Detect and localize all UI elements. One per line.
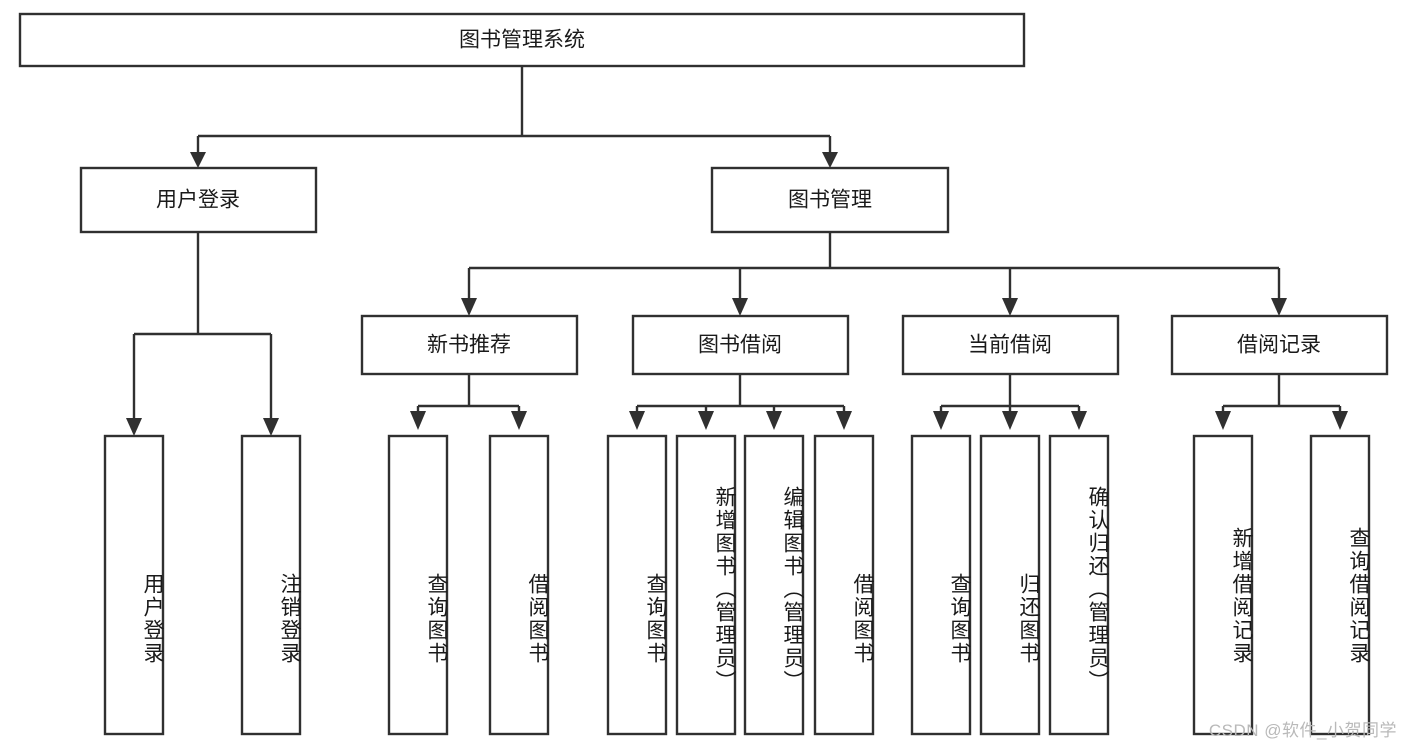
node-book-manage-label: 图书管理 [788, 189, 872, 212]
node-book-borrow[interactable]: 图书借阅 [631, 314, 850, 376]
leaf-box-user-login[interactable] [103, 434, 165, 736]
csdn-watermark: CSDN @软件_小贺同学 [1208, 721, 1397, 740]
node-current-borrow-label: 当前借阅 [968, 334, 1052, 357]
leaf-box-confirm-return[interactable] [1048, 434, 1110, 736]
leaf-box-query-record[interactable] [1309, 434, 1371, 736]
node-root-label: 图书管理系统 [459, 29, 585, 52]
arrowhead-leaf-user-login [126, 418, 142, 436]
arrowhead-new-book-recommend [461, 298, 477, 316]
node-borrow-record-label: 借阅记录 [1237, 334, 1321, 357]
arrowhead-leaf-borrow-book-1 [511, 411, 527, 430]
leaf-box-add-book[interactable] [675, 434, 737, 736]
node-current-borrow-box[interactable] [901, 314, 1120, 376]
connector-group-new-book-to-leaves [410, 374, 527, 430]
node-book-borrow-label: 图书借阅 [698, 334, 782, 357]
node-user-login[interactable]: 用户登录 [79, 166, 318, 234]
arrowhead-leaf-query-record [1332, 411, 1348, 430]
arrowhead-leaf-user-logout [263, 418, 279, 436]
arrowhead-book-manage [822, 152, 838, 168]
node-new-book-recommend[interactable]: 新书推荐 [360, 314, 579, 376]
node-book-manage[interactable]: 图书管理 [710, 166, 950, 234]
node-new-book-recommend-label: 新书推荐 [427, 334, 511, 357]
node-current-borrow[interactable]: 当前借阅 [901, 314, 1120, 376]
node-user-login-box[interactable] [79, 166, 318, 234]
connector-group-borrow-record-to-leaves [1215, 374, 1348, 430]
leaf-box-return-book[interactable] [979, 434, 1041, 736]
arrowhead-leaf-add-book [698, 411, 714, 430]
connector-group-user-login-to-leaves [126, 232, 279, 436]
leaf-box-query-book-2[interactable] [606, 434, 668, 736]
arrowhead-leaf-confirm-return [1071, 411, 1087, 430]
leaf-box-add-record[interactable] [1192, 434, 1254, 736]
node-borrow-record-box[interactable] [1170, 314, 1389, 376]
arrowhead-user-login [190, 152, 206, 168]
arrowhead-leaf-query-book-3 [933, 411, 949, 430]
arrowhead-leaf-query-book-2 [629, 411, 645, 430]
arrowhead-leaf-return-book [1002, 411, 1018, 430]
node-book-manage-box[interactable] [710, 166, 950, 234]
node-root[interactable]: 图书管理系统 [18, 12, 1026, 68]
leaf-boxes-group [103, 434, 1371, 736]
node-user-login-label: 用户登录 [156, 189, 240, 212]
arrowhead-leaf-query-book-1 [410, 411, 426, 430]
connector-group-root-to-level2 [190, 66, 838, 168]
arrowhead-current-borrow [1002, 298, 1018, 316]
arrowhead-borrow-record [1271, 298, 1287, 316]
leaf-box-query-book-3[interactable] [910, 434, 972, 736]
connector-group-current-borrow-to-leaves [933, 374, 1087, 430]
leaf-box-user-logout[interactable] [240, 434, 302, 736]
arrowhead-book-borrow [732, 298, 748, 316]
node-book-borrow-box[interactable] [631, 314, 850, 376]
connector-group-book-manage-to-level3 [461, 232, 1287, 316]
leaf-box-borrow-book-1[interactable] [488, 434, 550, 736]
node-new-book-recommend-box[interactable] [360, 314, 579, 376]
node-root-box[interactable] [18, 12, 1026, 68]
arrowhead-leaf-edit-book [766, 411, 782, 430]
arrowhead-leaf-add-record [1215, 411, 1231, 430]
leaf-box-query-book-1[interactable] [387, 434, 449, 736]
leaf-box-borrow-book-2[interactable] [813, 434, 875, 736]
leaf-box-edit-book[interactable] [743, 434, 805, 736]
arrowhead-leaf-borrow-book-2 [836, 411, 852, 430]
node-borrow-record[interactable]: 借阅记录 [1170, 314, 1389, 376]
connector-group-book-borrow-to-leaves [629, 374, 852, 430]
